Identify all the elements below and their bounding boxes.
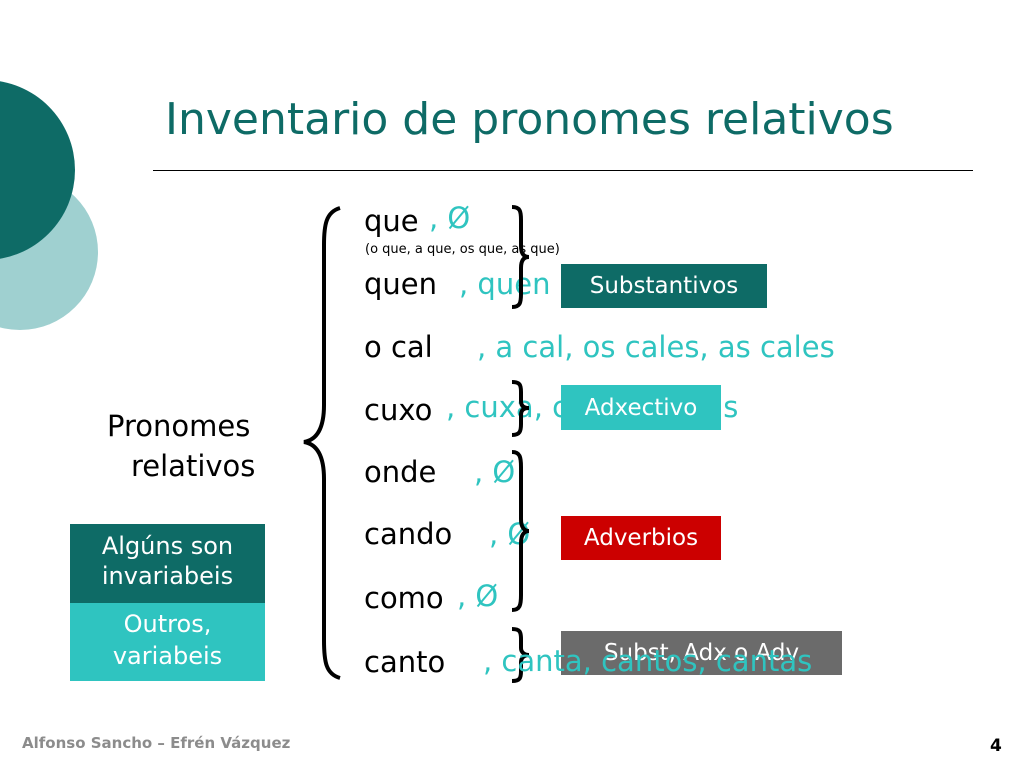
pronoun-onde: onde	[364, 455, 437, 489]
group-label-line2: relativos	[131, 449, 256, 483]
brace-adverbios	[511, 450, 530, 612]
invariable-line2: invariabeis	[101, 562, 234, 590]
category-adverbios-label: Adverbios	[583, 525, 699, 551]
variants-onde: , Ø	[474, 455, 516, 489]
group-label-line1: Pronomes	[107, 409, 251, 443]
category-substantivos: Substantivos	[561, 264, 767, 308]
variants-que: , Ø	[429, 201, 471, 235]
brace-substantivos	[511, 205, 530, 309]
title-divider	[153, 170, 973, 171]
brace-adxectivo	[511, 380, 530, 437]
decorative-circles	[0, 81, 98, 330]
pronoun-cuxo: cuxo	[364, 393, 433, 427]
dark-circle	[0, 81, 75, 259]
slide-title: Inventario de pronomes relativos	[165, 94, 894, 145]
variable-line2: variabeis	[112, 642, 223, 670]
variable-line1: Outros,	[123, 610, 212, 638]
pronoun-que: que	[364, 204, 419, 238]
note-que: (o que, a que, os que, as que)	[365, 242, 560, 257]
brace-mixed	[511, 627, 530, 683]
large-brace	[303, 206, 341, 680]
invariable-line1: Algúns son	[101, 532, 234, 560]
pronoun-quen: quen	[364, 267, 438, 301]
category-adverbios: Adverbios	[561, 516, 721, 560]
variants-como: , Ø	[457, 579, 499, 613]
category-mixed-label: Subst, Adx o Adv	[603, 640, 800, 666]
category-adxectivo-label: Adxectivo	[584, 395, 698, 421]
pronoun-como: como	[364, 581, 444, 615]
variants-ocal: , a cal, os cales, as cales	[477, 330, 835, 364]
page-number: 4	[990, 736, 1002, 756]
pronoun-ocal: o cal	[364, 330, 433, 364]
category-mixed: Subst, Adx o Adv	[561, 631, 842, 675]
pronoun-canto: canto	[364, 645, 446, 679]
variable-box: Outros, variabeis	[70, 603, 265, 681]
category-adxectivo: Adxectivo	[561, 385, 721, 430]
category-substantivos-label: Substantivos	[589, 273, 739, 299]
variants-quen: , quen	[459, 267, 551, 301]
pronoun-cando: cando	[364, 517, 453, 551]
footer-authors: Alfonso Sancho – Efrén Vázquez	[22, 734, 291, 752]
invariable-box: Algúns son invariabeis	[70, 524, 265, 603]
variants-canto: , canta, cantos, cantas	[483, 644, 813, 678]
